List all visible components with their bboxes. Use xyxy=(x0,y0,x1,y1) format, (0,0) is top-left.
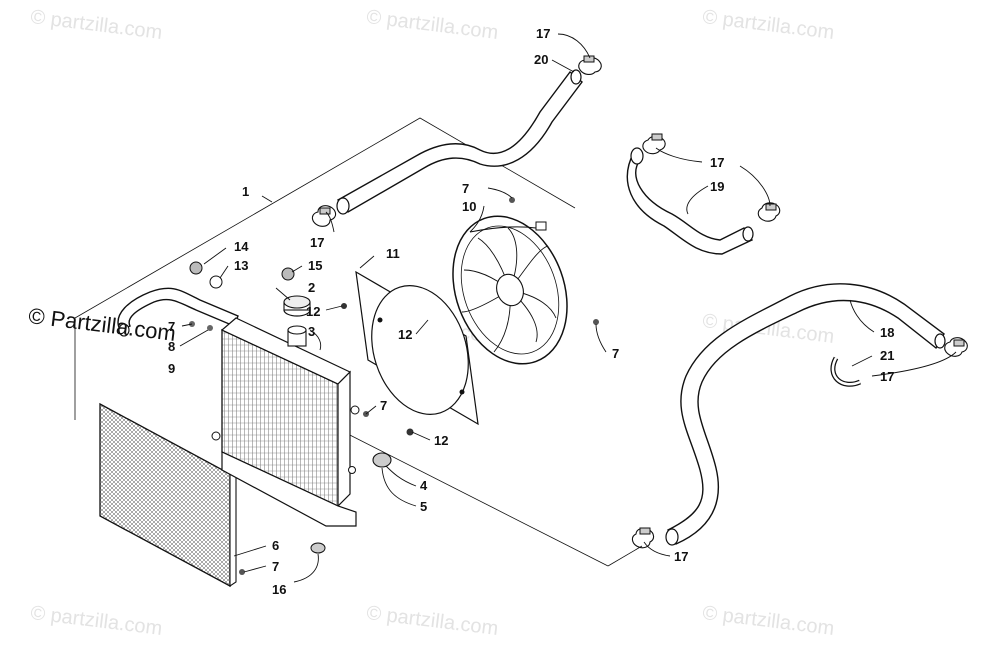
callout-3: 3 xyxy=(308,324,315,339)
callout-4: 4 xyxy=(420,478,428,493)
bypass-hose xyxy=(626,147,754,255)
callout-17: 17 xyxy=(880,369,894,384)
hose-clamp xyxy=(757,202,781,222)
callout-1: 1 xyxy=(242,184,249,199)
hose-clamp xyxy=(642,133,666,155)
callout-17: 17 xyxy=(536,26,550,41)
hose-clamp xyxy=(578,55,602,76)
cooling-fan xyxy=(452,215,568,365)
hose-clamp xyxy=(631,527,655,549)
lower-radiator-hose xyxy=(665,283,946,546)
callout-17: 17 xyxy=(310,235,324,250)
callout-21: 21 xyxy=(880,348,894,363)
callout-7: 7 xyxy=(380,398,387,413)
callout-12: 12 xyxy=(434,433,448,448)
callout-8: 8 xyxy=(168,339,175,354)
leader-lines xyxy=(179,33,957,583)
fan-shroud xyxy=(355,270,479,426)
callout-7: 7 xyxy=(168,319,175,334)
callout-11: 11 xyxy=(386,246,400,261)
upper-radiator-hose xyxy=(336,69,583,215)
callout-20: 20 xyxy=(534,52,548,67)
hose-clamp xyxy=(944,337,968,357)
spring-clamp xyxy=(830,356,862,387)
radiator-screen xyxy=(99,402,237,588)
callout-13: 13 xyxy=(234,258,248,273)
hose-clamp xyxy=(311,205,337,227)
callout-19: 19 xyxy=(710,179,724,194)
hardware-bolts xyxy=(189,197,599,575)
callout-2: 2 xyxy=(308,280,315,295)
callout-7: 7 xyxy=(462,181,469,196)
callout-17: 17 xyxy=(674,549,688,564)
radiator xyxy=(211,295,360,527)
callout-14: 14 xyxy=(234,239,249,254)
callout-10: 10 xyxy=(462,199,476,214)
callout-12: 12 xyxy=(398,327,412,342)
callout-7: 7 xyxy=(272,559,279,574)
callout-6: 6 xyxy=(272,538,279,553)
callout-9: 9 xyxy=(168,361,175,376)
callout-5: 5 xyxy=(420,499,427,514)
callout-18: 18 xyxy=(880,325,894,340)
callout-7: 7 xyxy=(612,346,619,361)
callout-labels: 17 20 17 19 1 7 10 17 14 13 15 11 2 12 3… xyxy=(168,26,894,597)
callout-17: 17 xyxy=(710,155,724,170)
callout-16: 16 xyxy=(272,582,286,597)
callout-15: 15 xyxy=(308,258,322,273)
callout-12: 12 xyxy=(306,304,320,319)
